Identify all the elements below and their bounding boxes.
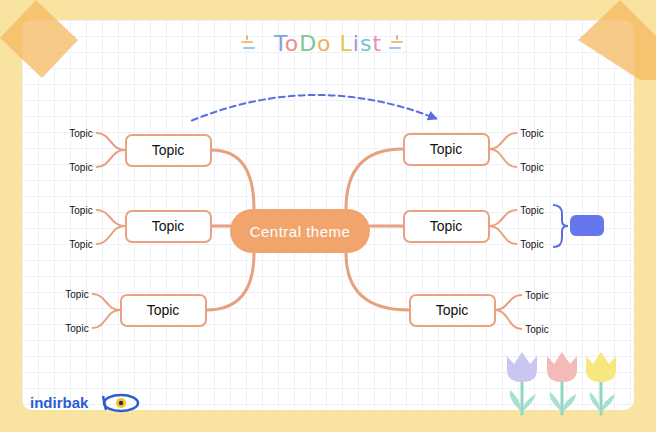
node-text: Topic bbox=[152, 142, 185, 158]
branch-line bbox=[93, 310, 120, 328]
branch-line bbox=[496, 295, 522, 310]
subtopic: Topic bbox=[64, 322, 89, 335]
branch-line bbox=[97, 150, 125, 167]
node-text: Topic bbox=[147, 302, 180, 318]
branch-line bbox=[346, 149, 403, 209]
topic-box: Topic bbox=[403, 133, 490, 166]
node-text: Topic bbox=[69, 128, 92, 139]
node-text: Topic bbox=[520, 239, 543, 250]
subtopic: Topic bbox=[519, 161, 544, 174]
subtopic: Topic bbox=[519, 127, 544, 140]
subtopic: Topic bbox=[519, 238, 544, 251]
tulips bbox=[507, 352, 616, 414]
logo-text: indirbak bbox=[30, 394, 88, 411]
node-text: Topic bbox=[520, 162, 543, 173]
branch-line bbox=[93, 294, 120, 310]
branch-line bbox=[207, 253, 255, 310]
topic-box: Topic bbox=[409, 294, 496, 327]
topic-box: Topic bbox=[125, 134, 212, 167]
node-text: Topic bbox=[436, 302, 469, 318]
dashed-arrow bbox=[192, 95, 436, 121]
bracket bbox=[553, 205, 568, 247]
branch-line bbox=[346, 253, 409, 310]
subtopic: Topic bbox=[68, 238, 93, 251]
node-text: Topic bbox=[430, 218, 463, 234]
node-text: Topic bbox=[520, 128, 543, 139]
tag-box bbox=[570, 215, 604, 236]
node-text: Topic bbox=[525, 324, 548, 335]
branch-line bbox=[97, 210, 125, 226]
node-text: Topic bbox=[430, 141, 463, 157]
branch-line bbox=[490, 210, 517, 226]
tape bbox=[578, 0, 656, 80]
node-text: Topic bbox=[69, 162, 92, 173]
subtopic: Topic bbox=[524, 323, 549, 336]
branch-line bbox=[496, 310, 522, 329]
tape bbox=[0, 0, 78, 78]
subtopic: Topic bbox=[68, 204, 93, 217]
subtopic: Topic bbox=[524, 289, 549, 302]
subtopic: Topic bbox=[68, 127, 93, 140]
topic-box: Topic bbox=[403, 210, 490, 243]
branch-line bbox=[97, 133, 125, 150]
node-text: Topic bbox=[65, 323, 88, 334]
subtopic: Topic bbox=[68, 161, 93, 174]
branch-line bbox=[490, 226, 517, 244]
branch-line bbox=[212, 150, 255, 209]
title: ToDo List bbox=[0, 31, 656, 56]
topic-box: Topic bbox=[120, 294, 207, 327]
node-text: Topic bbox=[65, 289, 88, 300]
branch-line bbox=[370, 225, 403, 228]
topic-box: Topic bbox=[125, 210, 212, 243]
branch-line bbox=[490, 149, 517, 167]
node-text: Topic bbox=[525, 290, 548, 301]
subtopic: Topic bbox=[64, 288, 89, 301]
node-text: Topic bbox=[520, 205, 543, 216]
central-node: Central theme bbox=[230, 209, 370, 253]
node-text: Topic bbox=[69, 205, 92, 216]
subtopic: Topic bbox=[519, 204, 544, 217]
logo-icon bbox=[103, 395, 138, 411]
branch-line bbox=[212, 225, 231, 228]
branch-line bbox=[97, 226, 125, 244]
node-text: Central theme bbox=[250, 223, 351, 240]
node-text: Topic bbox=[152, 218, 185, 234]
branch-line bbox=[490, 133, 517, 149]
node-text: Topic bbox=[69, 239, 92, 250]
